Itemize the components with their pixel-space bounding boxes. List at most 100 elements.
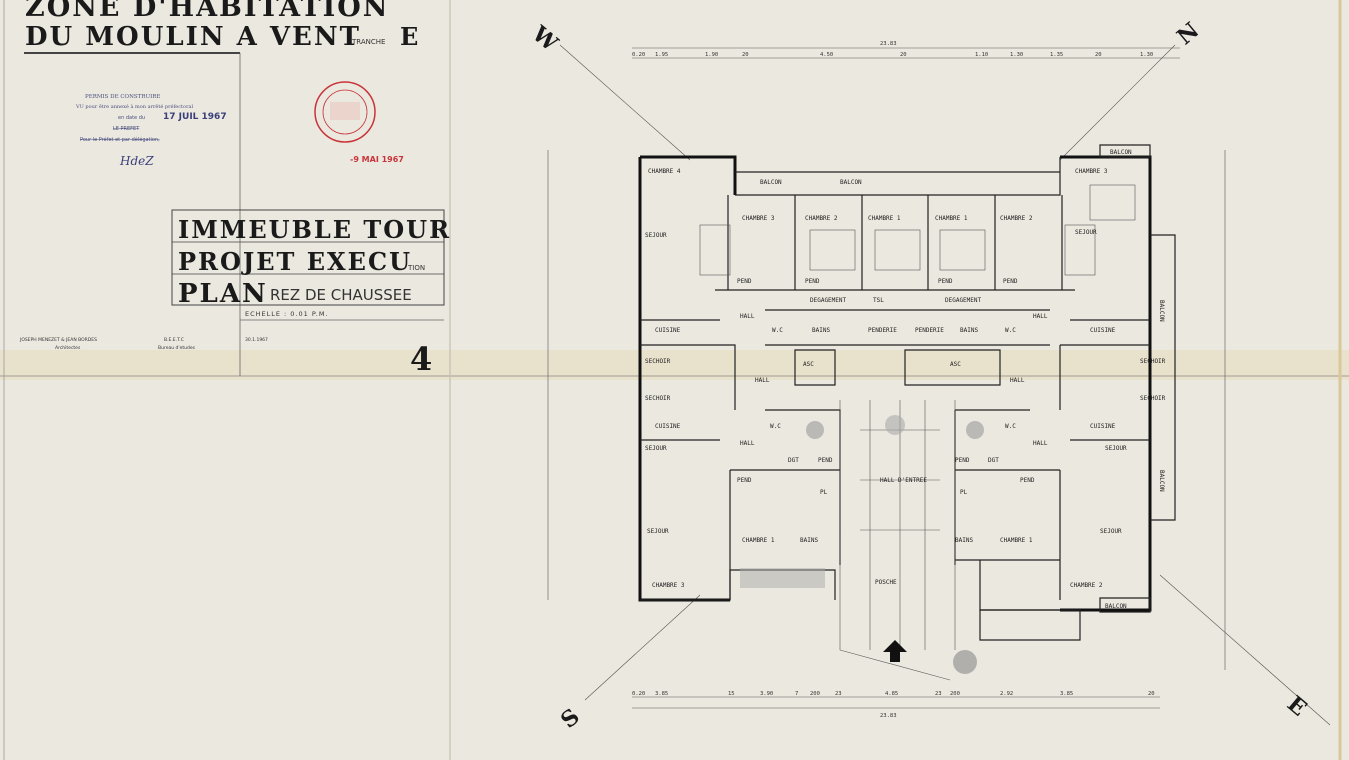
entrance-arrow-icon — [883, 640, 907, 662]
bottom-dimension-label: 15 — [728, 691, 735, 697]
room-label: SECHOIR — [645, 395, 671, 402]
room-label: PEND — [805, 278, 820, 285]
bottom-dimension-label: 23 — [935, 691, 942, 697]
room-label: HALL — [755, 377, 770, 384]
room-label: CHAMBRE 3 — [742, 215, 775, 222]
room-label: SEJOUR — [647, 528, 669, 535]
top-dimension-label: 1.10 — [975, 52, 988, 58]
top-dimension-label: 20 — [900, 52, 907, 58]
red-seal — [314, 81, 376, 143]
fold-stain — [0, 350, 1349, 380]
room-label: W.C — [772, 327, 783, 334]
permit-line5: Pour le Préfet et par délégation, — [80, 136, 160, 143]
top-dimension-label: 1.95 — [655, 52, 668, 58]
bottom-dimension-label: 3.90 — [760, 691, 773, 697]
permit-stamp: PERMIS DE CONSTRUIRE VU pour être annexé… — [75, 81, 404, 168]
room-label: SEJOUR — [1075, 229, 1097, 236]
planter-icon — [966, 421, 984, 439]
room-label: SECHOIR — [645, 358, 671, 365]
top-dimension-label: 0.20 — [632, 52, 645, 58]
room-label: PL — [820, 489, 828, 496]
architects-role: Architectes — [55, 345, 81, 351]
room-label: POSCHE — [875, 579, 897, 586]
top-dimension-label: 20 — [1095, 52, 1102, 58]
tranche-value: E — [400, 22, 420, 51]
room-label: HALL — [1033, 313, 1048, 320]
room-label: ASC — [950, 361, 961, 368]
room-label: BALCON — [840, 179, 862, 186]
planter-icon — [740, 568, 825, 588]
room-label: CHAMBRE 1 — [935, 215, 968, 222]
room-label: PEND — [737, 477, 752, 484]
room-label: PEND — [1003, 278, 1018, 285]
box-line2: PROJET EXECU — [178, 247, 412, 276]
tranche-label: TRANCHE — [351, 38, 385, 46]
planter-icon — [806, 421, 824, 439]
room-label: CHAMBRE 2 — [805, 215, 838, 222]
top-dimension-label: 1.30 — [1140, 52, 1153, 58]
room-label: BAINS — [960, 327, 978, 334]
bottom-dimension-label: 2.92 — [1000, 691, 1013, 697]
room-label: DGT — [788, 457, 799, 464]
bottom-dimension-label: 3.85 — [655, 691, 668, 697]
box-line3-suffix: REZ DE CHAUSSEE — [270, 286, 412, 304]
room-label: BAINS — [812, 327, 830, 334]
room-label: HALL — [1010, 377, 1025, 384]
room-label: BALCON — [1105, 603, 1127, 610]
room-label: BALCON — [1158, 470, 1165, 492]
room-label: DGT — [988, 457, 999, 464]
room-label: CHAMBRE 1 — [742, 537, 775, 544]
room-label: SECHOIR — [1140, 395, 1166, 402]
bottom-dimension-label: 23 — [835, 691, 842, 697]
room-label: SEJOUR — [645, 445, 667, 452]
bottom-total-dimension: 23.83 — [880, 713, 897, 719]
permit-date: 17 JUIL 1967 — [163, 112, 227, 122]
room-label: BALCON — [760, 179, 782, 186]
bottom-dimension-label: 200 — [810, 691, 820, 697]
room-label: W.C — [770, 423, 781, 430]
room-label: SEJOUR — [1100, 528, 1122, 535]
room-label: DEGAGEMENT — [810, 297, 847, 304]
room-label: PEND — [955, 457, 970, 464]
room-label: W.C — [1005, 423, 1016, 430]
bottom-dimension-label: 4.85 — [885, 691, 898, 697]
room-label: CHAMBRE 2 — [1000, 215, 1033, 222]
room-label: BAINS — [955, 537, 973, 544]
room-label: CUISINE — [655, 327, 681, 334]
room-label: CUISINE — [655, 423, 681, 430]
bottom-dimension-label: 7 — [795, 691, 798, 697]
bottom-dimension-label: 3.85 — [1060, 691, 1073, 697]
planter-icon — [953, 650, 977, 674]
room-label: TSL — [873, 297, 884, 304]
room-label: PEND — [1020, 477, 1035, 484]
room-label: BAINS — [800, 537, 818, 544]
room-label: PENDERIE — [868, 327, 897, 334]
room-label: PEND — [818, 457, 833, 464]
architects-names: JOSEPH MENEZET & JEAN BORDES — [19, 337, 97, 343]
room-label: PENDERIE — [915, 327, 944, 334]
top-total-dimension: 23.83 — [880, 41, 897, 47]
room-label: HALL — [740, 313, 755, 320]
scale-text: ECHELLE : 0.01 P.M. — [245, 310, 329, 318]
top-dimension-label: 1.35 — [1050, 52, 1063, 58]
red-date: -9 MAI 1967 — [350, 155, 404, 164]
room-label: BALCON — [1110, 149, 1132, 156]
room-label: CUISINE — [1090, 327, 1116, 334]
top-dimension-label: 1.90 — [705, 52, 718, 58]
sheet-number: 4 — [410, 340, 434, 378]
room-label: CUISINE — [1090, 423, 1116, 430]
box-line2-suffix: TION — [407, 264, 425, 272]
room-label: CHAMBRE 4 — [648, 168, 681, 175]
room-label: PEND — [938, 278, 953, 285]
room-label: CHAMBRE 2 — [1070, 582, 1103, 589]
box-line1: IMMEUBLE TOUR — [178, 215, 451, 244]
bureau-role: Bureau d'etudes — [158, 345, 196, 351]
room-label: W.C — [1005, 327, 1016, 334]
bottom-dimension-label: 0.20 — [632, 691, 645, 697]
permit-line3-prefix: en date du — [118, 115, 145, 121]
bottom-dimension-label: 20 — [1148, 691, 1155, 697]
room-label: SEJOUR — [1105, 445, 1127, 452]
title-block: ZONE D'HABITATION DU MOULIN A VENT TRANC… — [19, 0, 451, 378]
bureau-name: B.E.E.T.C — [164, 337, 184, 343]
